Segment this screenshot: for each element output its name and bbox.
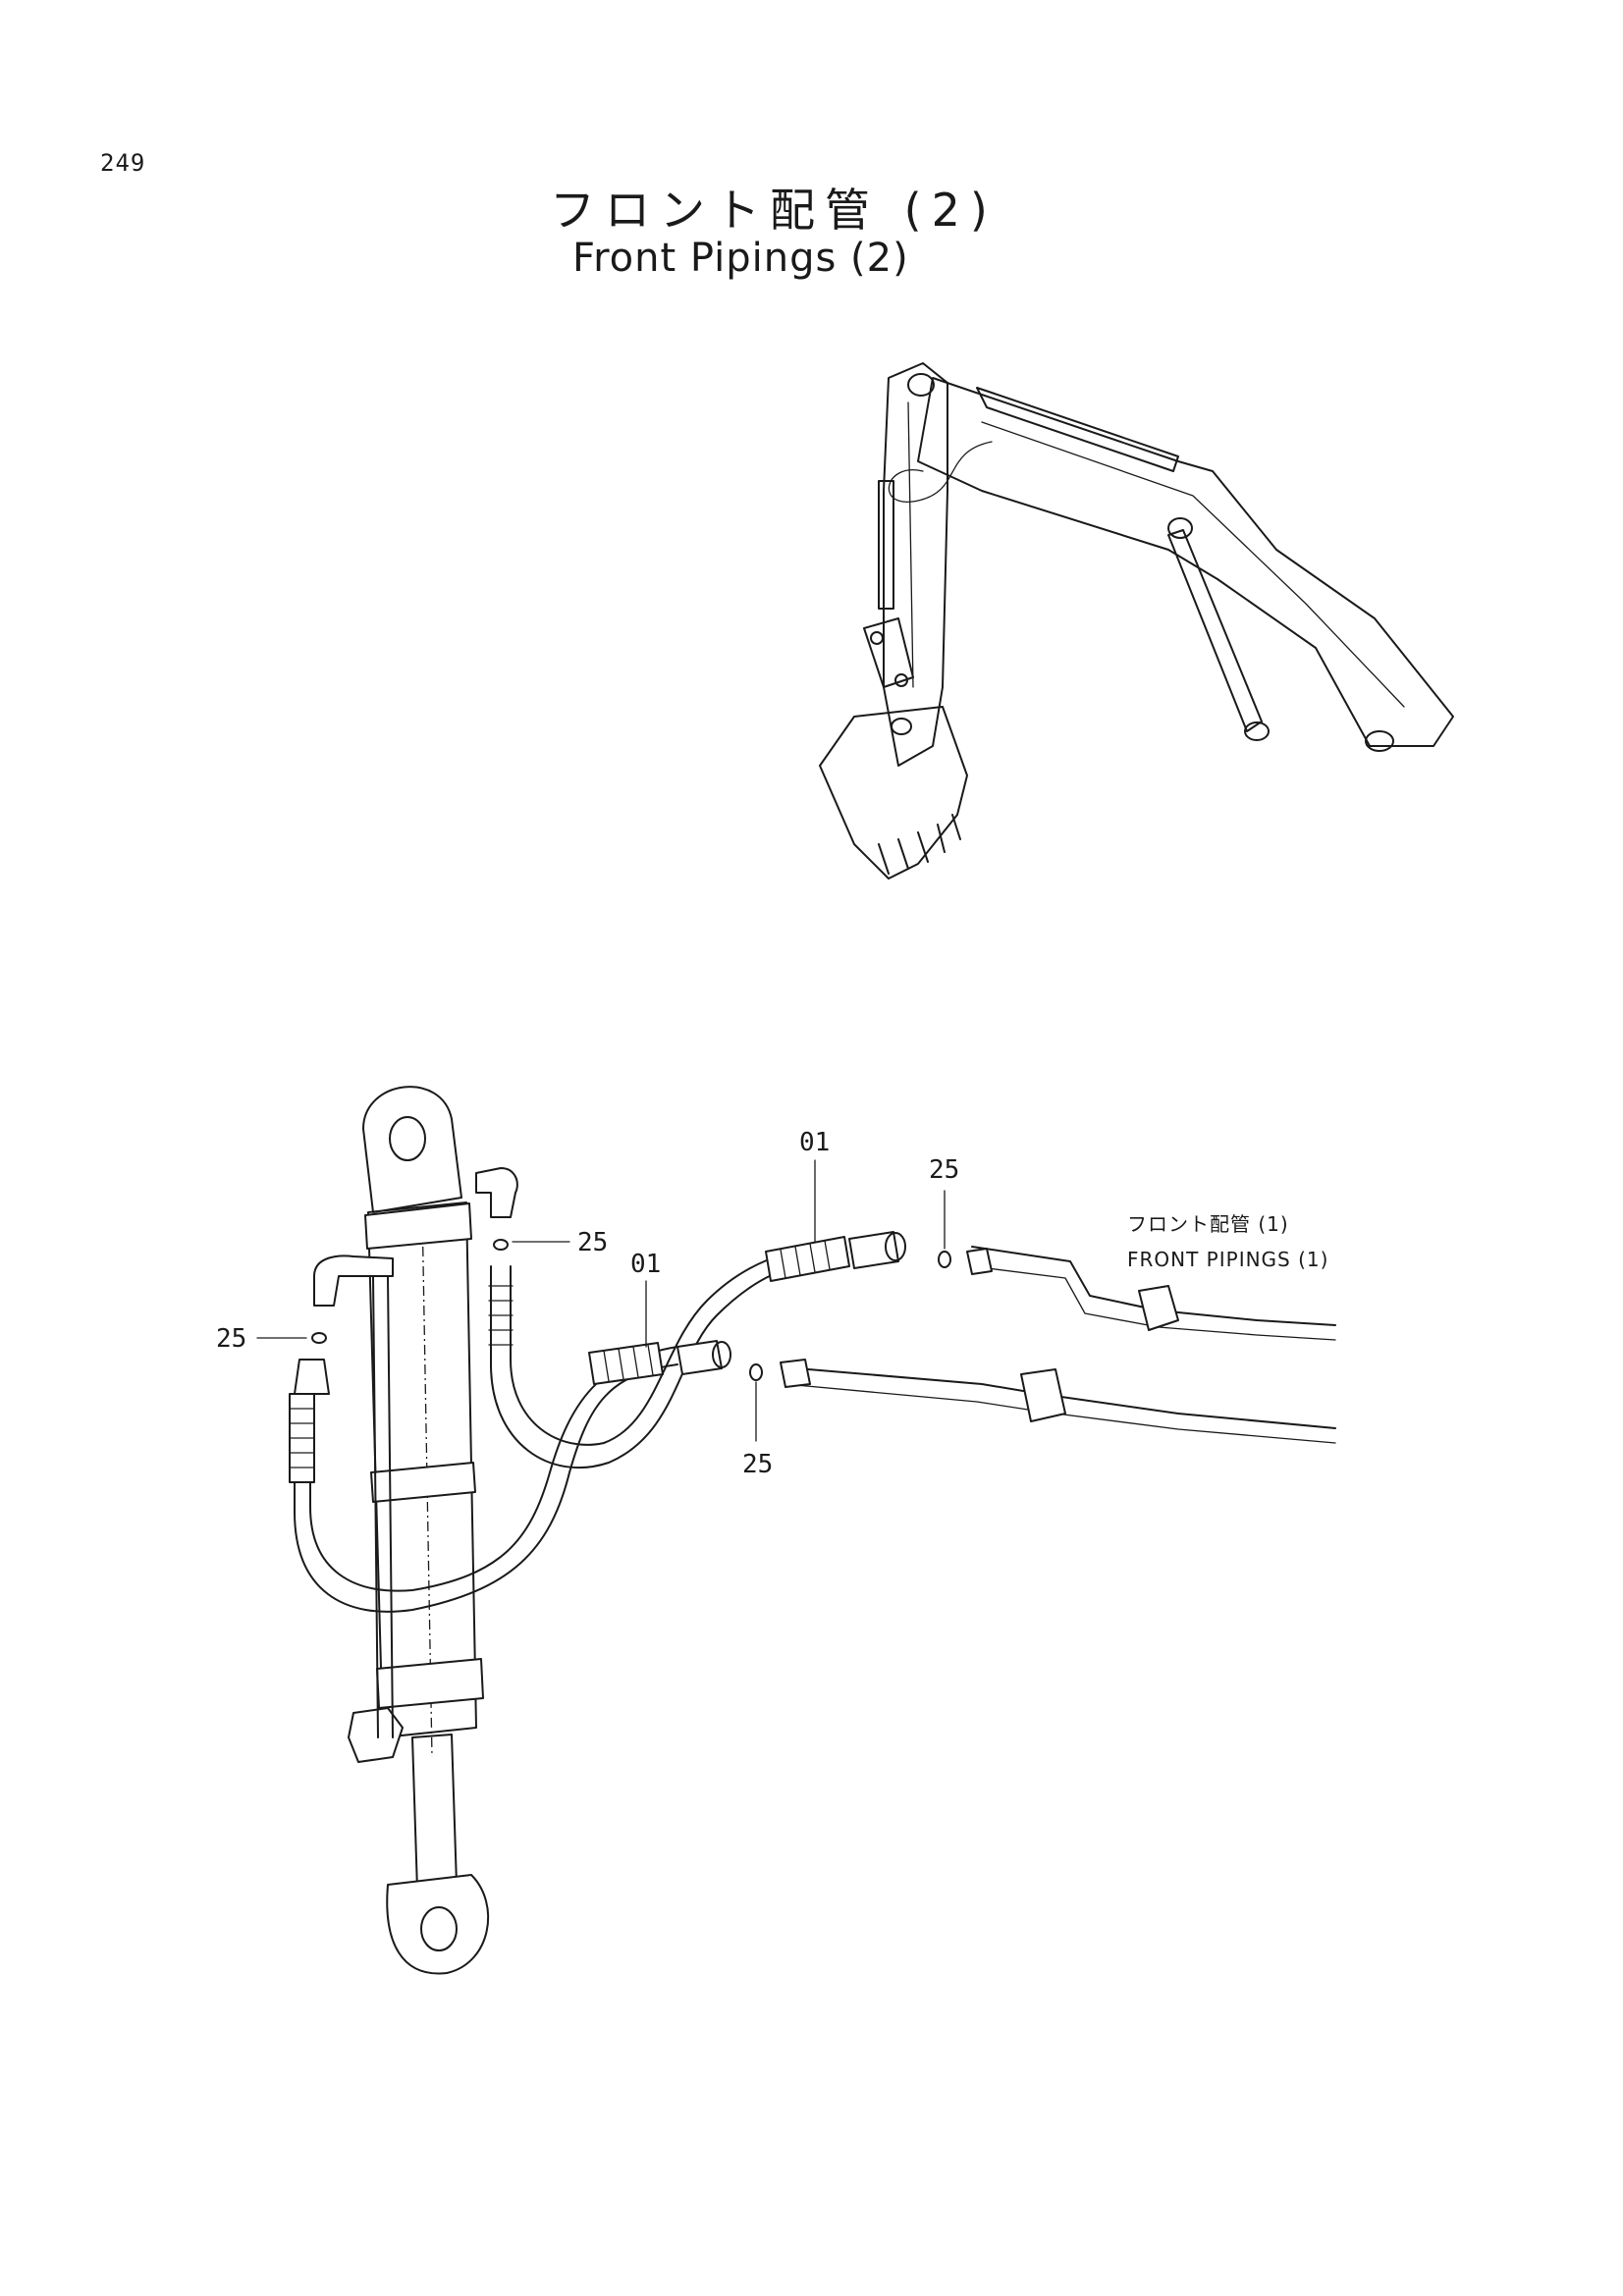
- tube-band-1: [364, 1202, 472, 1250]
- detail-assembly: [256, 1086, 1336, 1975]
- arm-inner-line: [907, 401, 914, 688]
- tube-nut-lower: [780, 1359, 811, 1388]
- o-ring-25-a: [493, 1239, 509, 1251]
- bucket-link: [863, 617, 914, 688]
- tube-band-2: [370, 1462, 476, 1503]
- arm-cyl-eye: [907, 373, 935, 397]
- hose-clamp-lower: [348, 1707, 404, 1763]
- callout-25-right-top: 25: [929, 1155, 959, 1185]
- page-title-jp: フロント配管 (2): [550, 184, 998, 237]
- callout-01-top: 01: [799, 1128, 830, 1157]
- reference-note-jp: フロント配管 (1): [1127, 1212, 1289, 1236]
- bucket-cylinder: [878, 480, 894, 610]
- bucket-teeth: [878, 814, 961, 875]
- o-ring-25-b: [311, 1332, 327, 1344]
- o-ring-25-c: [938, 1251, 951, 1268]
- elbow-fitting-top-right: [475, 1167, 518, 1218]
- hose-b-end-fitting: [294, 1359, 330, 1395]
- boom-outline: [917, 377, 1454, 747]
- hose-b-coil-upper: [588, 1342, 664, 1385]
- bucket-pin: [891, 718, 912, 735]
- callout-25-left: 25: [216, 1324, 246, 1354]
- hose-a-coil: [488, 1285, 514, 1346]
- boom-cyl-eye-bottom: [1244, 721, 1270, 741]
- steel-tube-upper: [971, 1246, 1336, 1326]
- reference-note-en: FRONT PIPINGS (1): [1127, 1248, 1328, 1271]
- callout-01-mid: 01: [630, 1250, 661, 1279]
- tube-clamp-lower: [1020, 1368, 1066, 1422]
- arm-cylinder: [976, 387, 1179, 472]
- hose-b: [294, 1346, 678, 1613]
- bucket: [819, 706, 968, 880]
- hose-a: [490, 1241, 836, 1468]
- callout-25-top-left: 25: [577, 1228, 608, 1257]
- o-ring-25-d: [749, 1363, 763, 1381]
- cylinder-bottom-eye: [386, 1874, 490, 1975]
- boom-cyl-eye-top: [1167, 517, 1193, 539]
- arm-outline: [883, 362, 948, 767]
- arm-hose-loop: [888, 441, 993, 503]
- page-title-en: Front Pipings (2): [572, 236, 909, 281]
- hose-a-coil-upper: [765, 1236, 850, 1282]
- overview-front-attachment: [819, 362, 1454, 880]
- cylinder-tube: [367, 1201, 477, 1738]
- boom-cylinder: [1167, 529, 1263, 732]
- steel-pipe-vertical: [372, 1275, 394, 1738]
- cylinder-rod: [411, 1734, 458, 1891]
- tube-clamp-upper: [1138, 1285, 1179, 1331]
- hose-a-fitting: [848, 1231, 899, 1269]
- cylinder-top-eye: [362, 1086, 462, 1213]
- boom-foot-pin: [1365, 730, 1394, 752]
- page-number: 249: [100, 149, 146, 177]
- boom-inner-line: [981, 421, 1405, 708]
- tube-nut-upper: [966, 1248, 993, 1275]
- callout-25-bottom: 25: [742, 1450, 773, 1479]
- elbow-fitting-left: [313, 1255, 394, 1307]
